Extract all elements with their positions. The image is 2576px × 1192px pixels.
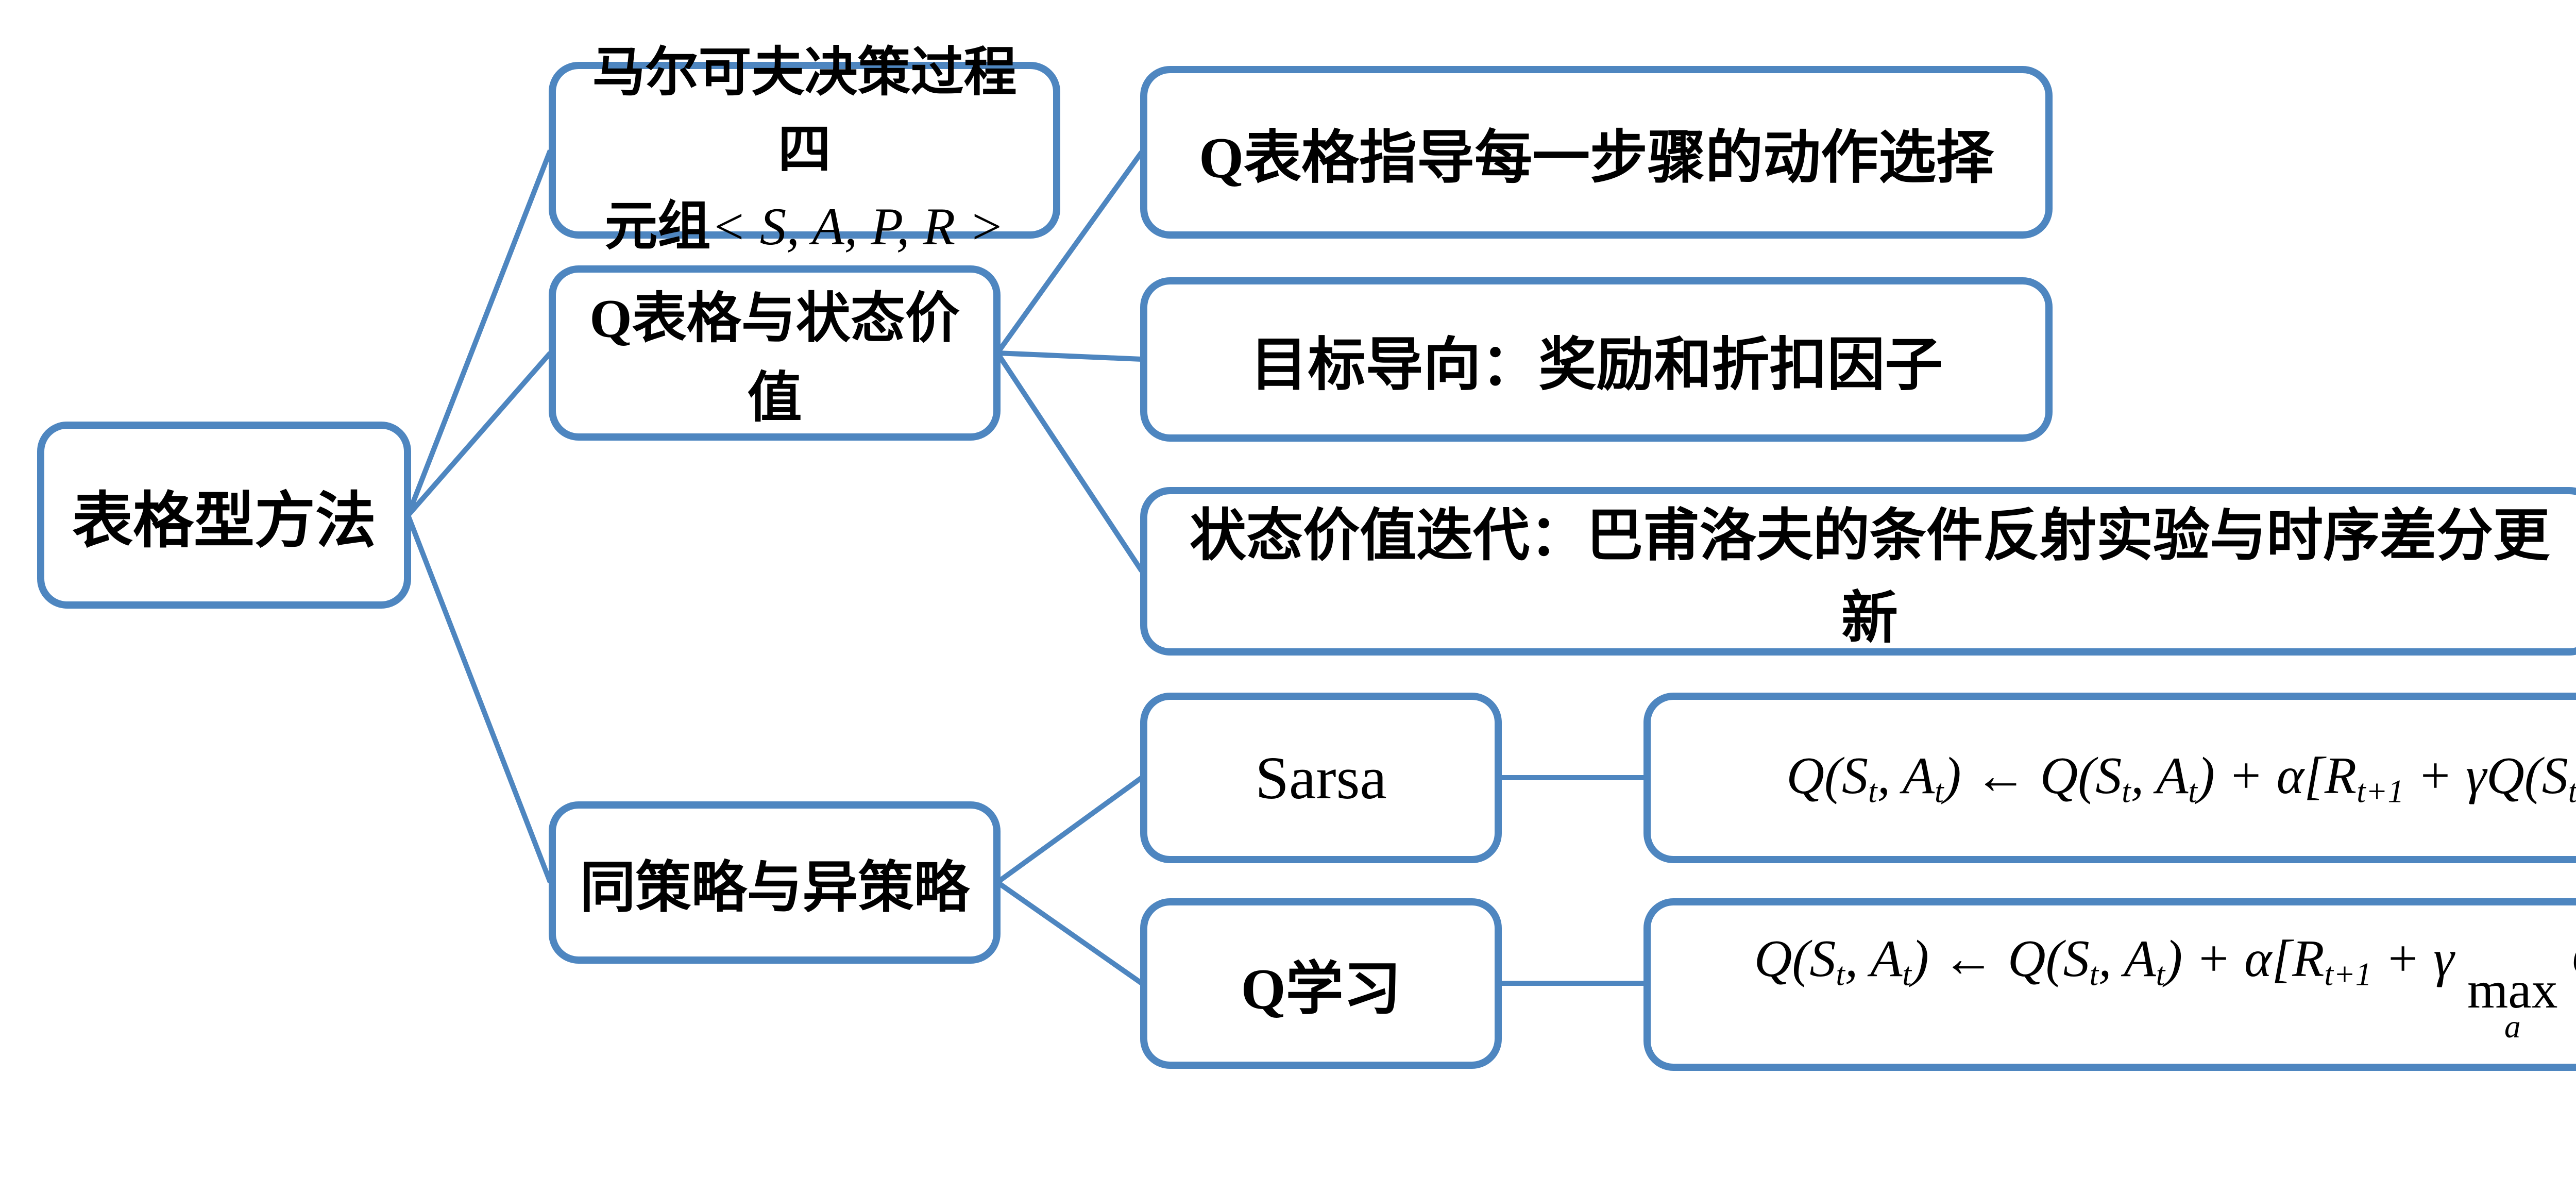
mdp-line2-text: 元组 <box>604 197 711 257</box>
node-value-iter[interactable]: 状态价值迭代：巴甫洛夫的条件反射实验与时序差分更新 <box>1140 487 2576 656</box>
node-root-label: 表格型方法 <box>72 488 376 555</box>
node-qlearning[interactable]: Q学习 <box>1140 898 1502 1069</box>
formula-token: + γ <box>2371 929 2467 988</box>
formula-token: t <box>1868 773 1877 810</box>
node-sarsa-formula[interactable]: Q(St, At) ← Q(St, At) + α[Rt+1 + γQ(St+1… <box>1643 693 2576 863</box>
formula-token: ) ← Q(S <box>1911 929 2090 988</box>
connector-qtable-valueiter <box>995 351 1144 573</box>
formula-token: t+1 <box>2357 773 2404 810</box>
connector-root-policy <box>405 514 553 883</box>
node-sarsa[interactable]: Sarsa <box>1140 693 1502 863</box>
formula-token: t <box>2156 956 2165 993</box>
node-qtable[interactable]: Q表格与状态价值 <box>549 265 1001 441</box>
formula-token: ) + α[R <box>2165 929 2325 988</box>
node-policy-label: 同策略与异策略 <box>580 857 970 919</box>
node-qtable-label: Q表格与状态价值 <box>589 289 960 428</box>
connector-qtable-goal <box>997 350 1142 362</box>
formula-token: , A <box>1844 929 1903 988</box>
formula-token: t <box>1836 956 1845 993</box>
formula-token: ) ← Q(S <box>1943 746 2122 805</box>
node-goal-label: 目标导向：奖励和折扣因子 <box>1250 333 1943 397</box>
formula-token: t <box>2089 956 2099 993</box>
formula-token: , A <box>1877 746 1935 805</box>
connector-policy-qlearning <box>996 880 1143 986</box>
node-policy[interactable]: 同策略与异策略 <box>549 801 1001 964</box>
formula-token: t+1 <box>2568 773 2576 809</box>
node-value-iter-label: 状态价值迭代：巴甫洛夫的条件反射实验与时序差分更新 <box>1190 504 2550 650</box>
mdp-line2-math: < S, A, P, R > <box>710 197 1005 257</box>
node-action-select-label: Q表格指导每一步骤的动作选择 <box>1198 126 1994 190</box>
formula-token: Q(S <box>1786 746 1868 805</box>
node-qlearning-label: Q学习 <box>1241 957 1401 1021</box>
mdp-line1: 马尔可夫决策过程四 <box>592 43 1017 179</box>
node-root[interactable]: 表格型方法 <box>37 422 411 609</box>
node-goal[interactable]: 目标导向：奖励和折扣因子 <box>1140 277 2053 442</box>
node-action-select[interactable]: Q表格指导每一步骤的动作选择 <box>1140 66 2053 239</box>
formula-token: , A <box>2130 746 2189 805</box>
node-mdp[interactable]: 马尔可夫决策过程四 元组< S, A, P, R > <box>549 43 1060 256</box>
formula-token: t+1 <box>2324 956 2372 993</box>
formula-token: ) + α[R <box>2197 746 2357 805</box>
connector-root-mdp <box>405 149 553 516</box>
sarsa-formula: Q(St, At) ← Q(St, At) + α[Rt+1 + γQ(St+1… <box>1776 746 2576 811</box>
formula-token: , A <box>2098 929 2156 988</box>
formula-token: t <box>1902 956 1911 993</box>
formula-token: t <box>2122 773 2131 810</box>
formula-token: t <box>2188 773 2197 810</box>
formula-token: Q(S <box>2558 930 2576 988</box>
formula-token: + γQ(S <box>2404 746 2568 805</box>
connector-policy-sarsa <box>996 775 1143 885</box>
connector-root-qtable <box>406 351 552 517</box>
formula-token: t <box>1935 773 1944 810</box>
node-sarsa-label: Sarsa <box>1255 744 1387 812</box>
formula-token: Q(S <box>1754 929 1836 988</box>
node-mdp-label: 马尔可夫决策过程四 元组< S, A, P, R > <box>556 35 1053 265</box>
